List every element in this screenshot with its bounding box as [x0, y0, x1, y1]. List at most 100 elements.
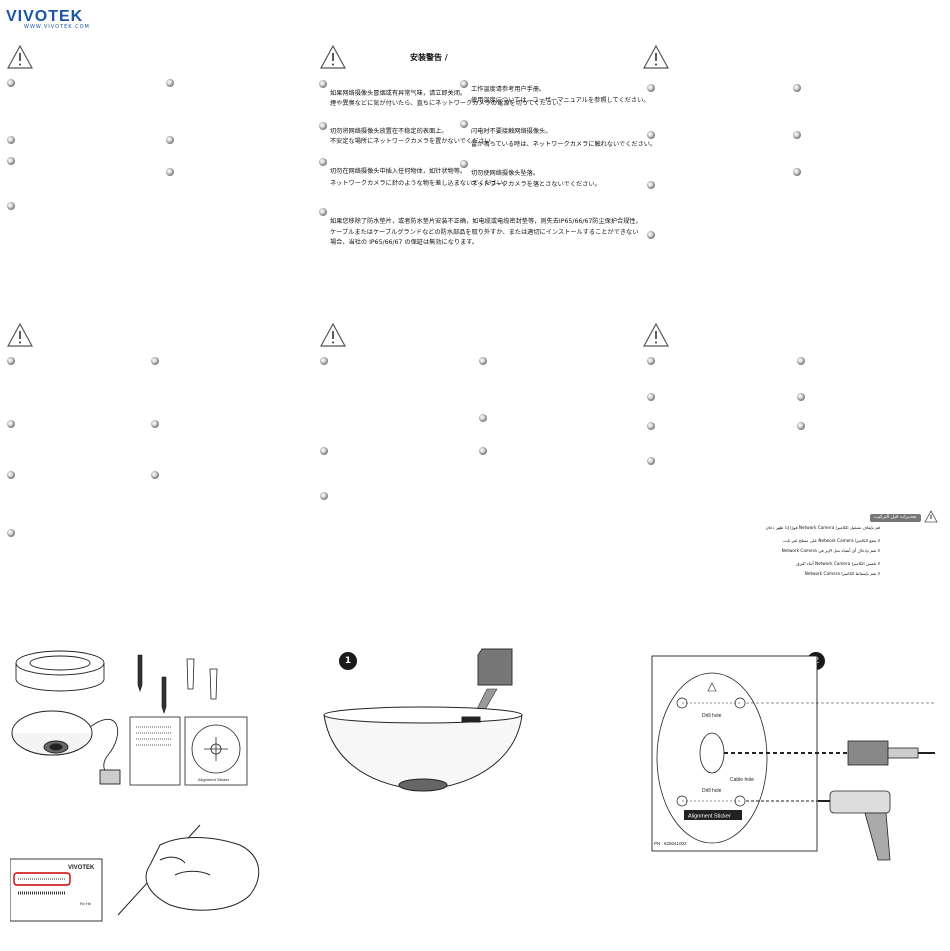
cable-hole-label: Cable hole — [730, 777, 754, 783]
bullet-icon — [647, 422, 655, 430]
step-1-badge: 1 — [339, 652, 357, 670]
drill-alignment-illustration: Drill hole Drill hole Cable hole Alignme… — [651, 655, 935, 861]
bullet-icon — [647, 393, 655, 401]
product-label — [10, 858, 103, 922]
mini-sticker-label: Alignment Sticker — [198, 777, 230, 782]
warning-text-jp: ネットワークカメラに針のような物を差し込まないでください。 — [330, 180, 510, 187]
arabic-warning-text: لا تقم بإدخال أي أشياء مثل الإبر في Netw… — [781, 548, 880, 553]
bullet-icon — [460, 80, 468, 88]
hole-saw-icon — [847, 740, 935, 766]
power-drill-icon — [818, 790, 891, 861]
bullet-icon — [151, 471, 159, 479]
bullet-icon — [166, 79, 174, 87]
bullet-icon — [151, 357, 159, 365]
bullet-icon — [793, 131, 801, 139]
label-model: Rx Hk — [80, 901, 91, 906]
warning-text-jp: 煙や異臭などに気が付いたら、直ちにネットワークカメラの電源を切ってください。 — [330, 100, 565, 107]
warning-text-jp: ネットワークカメラを落とさないでください。 — [471, 181, 601, 188]
camera-dome — [323, 706, 523, 792]
bullet-icon — [320, 492, 328, 500]
bullet-icon — [7, 157, 15, 165]
alignment-sticker-title: Alignment Sticker — [688, 814, 731, 820]
bullet-icon — [647, 357, 655, 365]
brand-url: WWW.VIVOTEK.COM — [24, 24, 90, 30]
quick-installation-guide — [129, 716, 181, 786]
warning-text-jp: 雷が鳴っている時は、ネットワークカメラに触れないでください。 — [471, 141, 657, 148]
bullet-icon — [319, 208, 327, 216]
bullet-icon — [320, 447, 328, 455]
warning-text-cn: 切勿将网络摄像头放置在不稳定的表面上。 — [330, 128, 448, 135]
package-contents-illustration: Alignment Sticker — [11, 650, 248, 786]
screws — [137, 654, 167, 714]
warning-triangle-icon — [7, 45, 33, 69]
waterproof-warning-cn: 如果您移除了防水垫片，或者防水垫片安装不正确，如电缆或电缆密封垫等，则失去IP6… — [330, 218, 642, 225]
wall-anchors — [186, 658, 218, 700]
bullet-icon — [166, 168, 174, 176]
vivotek-logo: VIVOTEK WWW.VIVOTEK.COM — [6, 8, 90, 30]
bullet-icon — [479, 414, 487, 422]
bullet-icon — [7, 420, 15, 428]
alignment-sticker-outline — [656, 672, 768, 844]
bullet-icon — [7, 202, 15, 210]
warning-triangle-icon — [320, 45, 346, 69]
bullet-icon — [647, 231, 655, 239]
bullet-icon — [7, 471, 15, 479]
warning-text-jp: 不安定な場所にネットワークカメラを置かないでください。 — [330, 138, 497, 145]
bullet-icon — [797, 422, 805, 430]
drill-hole-label: Drill hole — [702, 788, 722, 794]
bullet-icon — [797, 393, 805, 401]
bullet-icon — [647, 181, 655, 189]
hand-with-pen — [117, 824, 260, 916]
warning-triangle-icon — [924, 510, 938, 523]
arabic-warning-heading: تحذيرات قبل التركيب — [870, 514, 921, 522]
installation-warning-title: 安装警告 / — [410, 53, 448, 62]
bullet-icon — [319, 80, 327, 88]
bullet-icon — [647, 131, 655, 139]
drill-hole-label: Drill hole — [702, 713, 722, 719]
brand-name: VIVOTEK — [6, 8, 84, 25]
warning-text-cn: 闪电时不要接触网络摄像头。 — [471, 128, 552, 135]
warning-triangle-icon — [320, 323, 346, 347]
bullet-icon — [151, 420, 159, 428]
bullet-icon — [793, 84, 801, 92]
warning-text-cn: 切勿在网络摄像头中插入任何物体，如针状物等。 — [330, 168, 467, 175]
bullet-icon — [7, 357, 15, 365]
warning-text-cn: 如果网络摄像头冒烟或有异常气味，请立即关闭。 — [330, 90, 467, 97]
label-record-illustration: VIVOTEK Rx Hk — [10, 824, 260, 922]
memory-card-insert-illustration — [323, 648, 523, 792]
label-brand: VIVOTEK — [68, 865, 95, 871]
bullet-icon — [479, 447, 487, 455]
bullet-icon — [797, 357, 805, 365]
mac-address-highlight — [13, 872, 71, 886]
bullet-icon — [460, 160, 468, 168]
bullet-icon — [319, 122, 327, 130]
arabic-warning-text: لا تلمس الكاميرا Network Camera أثناء ال… — [796, 561, 880, 566]
arabic-warning-text: لا تضع الكاميرا Network Camera على سطح غ… — [782, 538, 880, 543]
warning-text-cn: 切勿使网络摄像头坠落。 — [471, 170, 540, 177]
waterproof-warning-jp: ケーブルまたはケーブルグランドなどの防水部品を取り外すか、または適切にインストー… — [330, 229, 639, 236]
warning-text-jp: 使用温度については、ユーザーマニュアルを参照してください。 — [471, 97, 650, 104]
warning-triangle-icon — [643, 45, 669, 69]
warning-triangle-icon — [643, 323, 669, 347]
bullet-icon — [7, 529, 15, 537]
arabic-warning-text: قم بإيقاف تشغيل الكاميرا Network Camera … — [765, 525, 880, 530]
bullet-icon — [647, 84, 655, 92]
warning-text-cn: 工作温度请参考用户手册。 — [471, 86, 546, 93]
bullet-icon — [7, 79, 15, 87]
alignment-sticker — [184, 716, 248, 786]
bullet-icon — [7, 136, 15, 144]
part-number: PN : 625041002 — [654, 841, 687, 846]
bullet-icon — [647, 457, 655, 465]
fisheye-camera — [11, 710, 121, 785]
bullet-icon — [460, 120, 468, 128]
bullet-icon — [320, 357, 328, 365]
arabic-warning-text: لا تقم بإسقاط الكاميرا Network Camera — [804, 571, 880, 576]
waterproof-warning-jp: 場合、当社の IP65/66/67 の保証は無効になります。 — [330, 239, 479, 246]
warning-triangle-icon — [7, 323, 33, 347]
mounting-plate — [15, 650, 105, 692]
bullet-icon — [166, 136, 174, 144]
bullet-icon — [793, 168, 801, 176]
bullet-icon — [479, 357, 487, 365]
microsd-card-icon — [477, 648, 513, 686]
bullet-icon — [319, 158, 327, 166]
